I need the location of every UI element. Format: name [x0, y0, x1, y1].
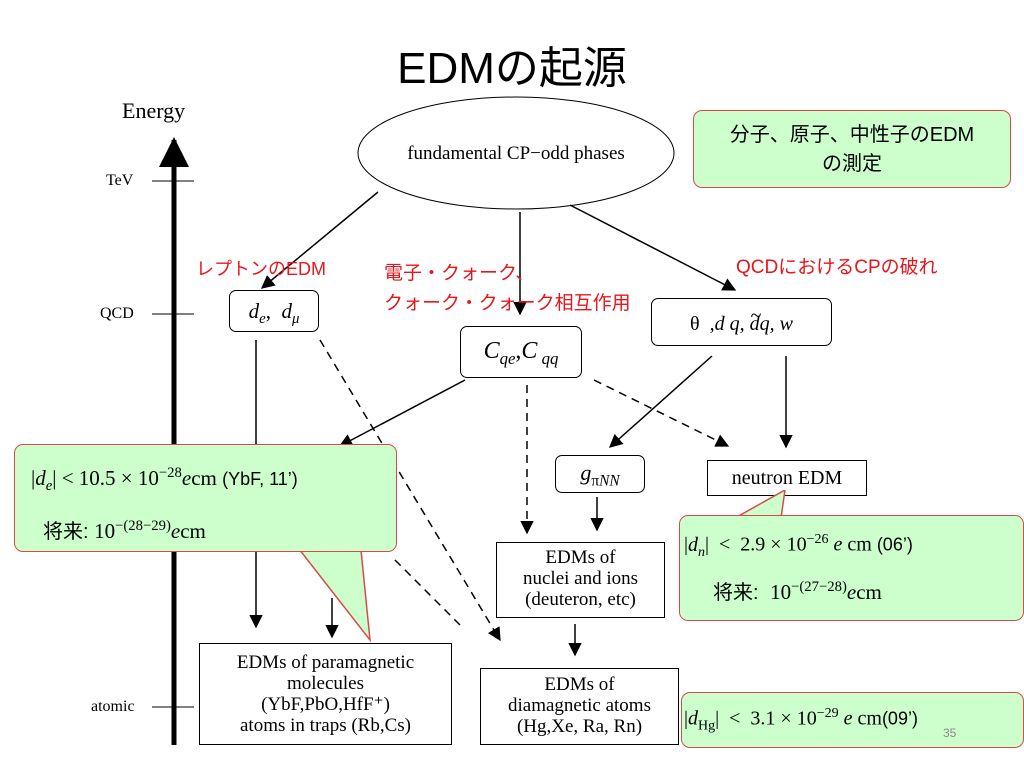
electron-future-label: 将来:	[43, 521, 89, 543]
measurement-callout: 分子、原子、中性子のEDM の測定	[693, 110, 1011, 188]
electron-quark-label-2: クォーク・クォーク相互作用	[384, 293, 631, 314]
gpinn-node: gπNN	[555, 455, 645, 493]
paramagnetic-line-2: molecules	[286, 673, 365, 694]
paramagnetic-edm-node: EDMs of paramagnetic molecules (YbF,PbO,…	[199, 643, 452, 745]
arrow-quark-para-dashed	[394, 559, 461, 626]
arrow-phases-theta	[569, 204, 737, 291]
electron-quark-label-1: 電子・クォーク、	[384, 263, 535, 284]
mercury-ref: (09’)	[881, 708, 918, 729]
qcd-cp-label: QCDにおけるCPの破れ	[736, 257, 938, 278]
neutron-ref: (06’)	[876, 534, 913, 555]
paramagnetic-line-4: atoms in traps (Rb,Cs)	[240, 715, 411, 736]
energy-axis-label: Energy	[122, 98, 186, 123]
nuclei-line-1: EDMs of	[545, 547, 616, 568]
nuclei-line-2: nuclei and ions	[522, 568, 639, 589]
lepton-edm-node: de, dμ	[229, 290, 319, 332]
mercury-limit: |dHg| < 3.1 × 10−29 e cm(09’)	[684, 706, 918, 734]
nuclei-edm-node: EDMs of nuclei and ions (deuteron, etc)	[496, 542, 665, 618]
diamagnetic-line-1: EDMs of	[544, 674, 615, 695]
arrow-quark-para	[338, 379, 466, 447]
page-number: 35	[943, 726, 957, 740]
nuclei-line-3: (deuteron, etc)	[525, 589, 636, 610]
theta-node: θ ,d q, d~q, w	[651, 298, 832, 346]
neutron-edm-callout: |dn| < 2.9 × 10−26 e cm (06’) 将来: 10−(27…	[679, 515, 1024, 621]
electron-future: 将来: 10−(28−29)ecm	[43, 518, 206, 543]
arrow-quark-neutron-dashed	[593, 379, 730, 447]
slide-title: EDMの起源	[397, 44, 627, 93]
diamagnetic-line-3: (Hg,Xe, Ra, Rn)	[516, 716, 643, 737]
neutron-future-label: 将来:	[713, 582, 759, 604]
lepton-edm-label: レプトンのEDM	[196, 259, 326, 279]
phases-node: fundamental CP−odd phases	[407, 143, 625, 164]
electron-callout-pointer	[291, 540, 372, 643]
phases-ellipse	[357, 96, 675, 210]
diamagnetic-edm-node: EDMs of diamagnetic atoms (Hg,Xe, Ra, Rn…	[480, 668, 679, 745]
level-label-atomic: atomic	[91, 698, 135, 715]
arrow-phases-lepton	[260, 191, 379, 289]
electron-ref: (YbF, 11’)	[222, 469, 298, 489]
level-label-qcd: QCD	[100, 305, 134, 322]
arrow-theta-gpinn	[608, 355, 713, 448]
paramagnetic-line-1: EDMs of paramagnetic	[236, 652, 415, 673]
electron-edm-callout: |de| < 10.5 × 10−28ecm (YbF, 11’) 将来: 10…	[14, 444, 397, 552]
diamagnetic-line-2: diamagnetic atoms	[508, 695, 651, 716]
neutron-future: 将来: 10−(27−28)ecm	[713, 579, 882, 604]
neutron-limit: |dn| < 2.9 × 10−26 e cm (06’)	[684, 532, 913, 560]
quark-operator-node: Cqe,C qq	[460, 326, 582, 378]
arrow-lepton-dia-dashed	[319, 339, 501, 642]
level-label-tev: TeV	[106, 172, 134, 189]
paramagnetic-line-3: (YbF,PbO,HfF⁺)	[261, 694, 390, 715]
electron-limit: |de| < 10.5 × 10−28ecm (YbF, 11’)	[31, 465, 298, 495]
mercury-edm-callout: |dHg| < 3.1 × 10−29 e cm(09’)	[681, 692, 1024, 748]
measurement-line-1: 分子、原子、中性子のEDM	[729, 124, 975, 146]
measurement-line-2: の測定	[822, 153, 882, 175]
neutron-edm-node: neutron EDM	[707, 460, 867, 496]
